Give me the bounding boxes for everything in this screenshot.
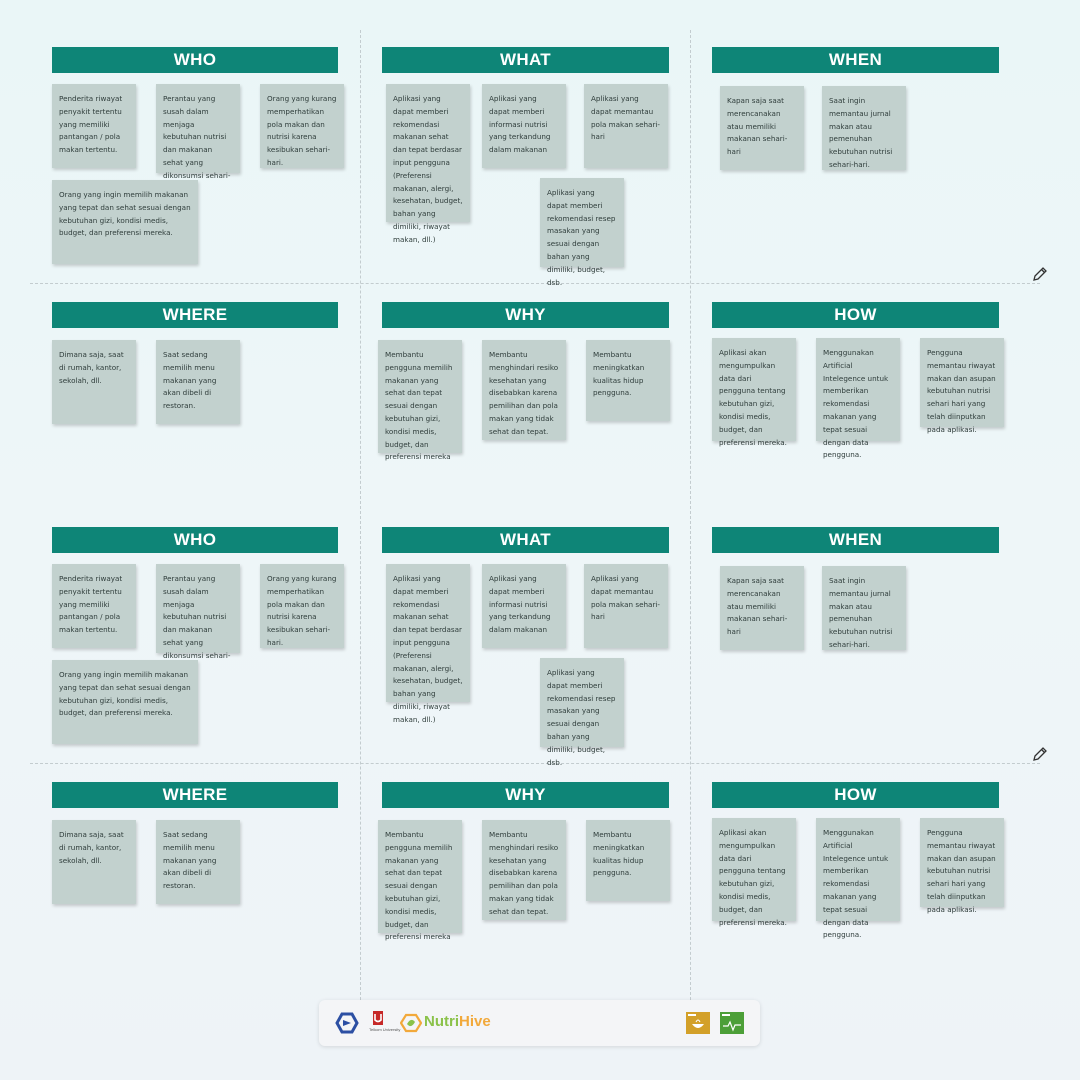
sticky-note-how[interactable]: Pengguna memantau riwayat makan dan asup… [920, 338, 1004, 434]
sticky-note-why[interactable]: Membantu pengguna memilih makanan yang s… [378, 820, 462, 941]
note-text: Saat sedang memilih menu makanan yang ak… [163, 830, 217, 891]
grid-divider [30, 763, 1040, 764]
brand-name: NutriHive [424, 1013, 491, 1030]
sticky-note-what[interactable]: Aplikasi yang dapat memberi rekomendasi … [540, 178, 624, 287]
sticky-note-when[interactable]: Kapan saja saat merencanakan atau memili… [720, 86, 804, 170]
note-text: Membantu meningkatkan kualitas hidup pen… [593, 830, 645, 878]
section-header-where: WHERE [52, 782, 338, 808]
nutrihive-logo-icon [400, 1013, 422, 1033]
section-header-where: WHERE [52, 302, 338, 328]
sticky-note-how[interactable]: Menggunakan Artificial Intelegence untuk… [816, 338, 900, 459]
logo-icon [335, 1012, 359, 1034]
note-text: Orang yang kurang memperhatikan pola mak… [267, 574, 337, 647]
note-text: Membantu pengguna memilih makanan yang s… [385, 830, 453, 942]
note-text: Penderita riwayat penyakit tertentu yang… [59, 574, 123, 635]
note-text: Aplikasi yang dapat memberi rekomendasi … [393, 574, 463, 724]
sticky-note-what[interactable]: Aplikasi yang dapat memantau pola makan … [584, 564, 668, 648]
sticky-note-who[interactable]: Perantau yang susah dalam menjaga kebutu… [156, 564, 240, 673]
section-header-who: WHO [52, 47, 338, 73]
note-text: Orang yang ingin memilih makanan yang te… [59, 190, 191, 238]
note-text: Aplikasi yang dapat memberi rekomendasi … [547, 188, 616, 287]
note-text: Saat sedang memilih menu makanan yang ak… [163, 350, 217, 411]
note-text: Membantu menghindari resiko kesehatan ya… [489, 830, 559, 916]
grid-divider [360, 30, 361, 1000]
section-header-who: WHO [52, 527, 338, 553]
brand-part-nutri: Nutri [424, 1013, 459, 1030]
sticky-note-how[interactable]: Menggunakan Artificial Intelegence untuk… [816, 818, 900, 939]
sticky-note-what[interactable]: Aplikasi yang dapat memberi informasi nu… [482, 564, 566, 648]
sticky-note-why[interactable]: Membantu menghindari resiko kesehatan ya… [482, 820, 566, 920]
note-text: Aplikasi yang dapat memantau pola makan … [591, 94, 661, 142]
note-text: Dimana saja, saat di rumah, kantor, seko… [59, 830, 124, 865]
note-text: Orang yang kurang memperhatikan pola mak… [267, 94, 337, 167]
note-text: Orang yang ingin memilih makanan yang te… [59, 670, 191, 718]
section-header-when: WHEN [712, 47, 999, 73]
sticky-note-what[interactable]: Aplikasi yang dapat memberi rekomendasi … [386, 564, 470, 724]
note-text: Kapan saja saat merencanakan atau memili… [727, 576, 788, 637]
sticky-note-where[interactable]: Saat sedang memilih menu makanan yang ak… [156, 340, 240, 424]
sticky-note-where[interactable]: Saat sedang memilih menu makanan yang ak… [156, 820, 240, 904]
note-text: Aplikasi yang dapat memberi rekomendasi … [547, 668, 616, 767]
note-text: Aplikasi yang dapat memberi informasi nu… [489, 574, 551, 635]
sticky-note-how[interactable]: Aplikasi akan mengumpulkan data dari pen… [712, 338, 796, 447]
sticky-note-what[interactable]: Aplikasi yang dapat memberi rekomendasi … [386, 84, 470, 244]
section-header-what: WHAT [382, 527, 669, 553]
sdg3-icon [720, 1012, 744, 1034]
grid-divider [690, 30, 691, 1000]
sticky-note-who[interactable]: Orang yang kurang memperhatikan pola mak… [260, 84, 344, 168]
note-text: Membantu meningkatkan kualitas hidup pen… [593, 350, 645, 398]
sticky-note-how[interactable]: Pengguna memantau riwayat makan dan asup… [920, 818, 1004, 914]
note-text: Aplikasi akan mengumpulkan data dari pen… [719, 828, 787, 927]
sticky-note-who[interactable]: Orang yang ingin memilih makanan yang te… [52, 660, 198, 744]
note-text: Menggunakan Artificial Intelegence untuk… [823, 828, 889, 940]
sdg2-icon [686, 1012, 710, 1034]
brand-part-hive: Hive [459, 1013, 491, 1030]
sticky-note-where[interactable]: Dimana saja, saat di rumah, kantor, seko… [52, 820, 136, 904]
note-text: Aplikasi yang dapat memberi rekomendasi … [393, 94, 463, 244]
grid-divider [30, 283, 1040, 284]
note-text: Penderita riwayat penyakit tertentu yang… [59, 94, 123, 155]
note-text: Aplikasi yang dapat memberi informasi nu… [489, 94, 551, 155]
sticky-note-who[interactable]: Penderita riwayat penyakit tertentu yang… [52, 564, 136, 648]
sticky-note-why[interactable]: Membantu menghindari resiko kesehatan ya… [482, 340, 566, 440]
sticky-note-when[interactable]: Kapan saja saat merencanakan atau memili… [720, 566, 804, 650]
note-text: Dimana saja, saat di rumah, kantor, seko… [59, 350, 124, 385]
section-header-why: WHY [382, 782, 669, 808]
pencil-icon[interactable] [1031, 265, 1049, 283]
note-text: Pengguna memantau riwayat makan dan asup… [927, 348, 996, 434]
university-name: Telkom University [369, 1027, 401, 1032]
sticky-note-what[interactable]: Aplikasi yang dapat memberi informasi nu… [482, 84, 566, 168]
note-text: Membantu pengguna memilih makanan yang s… [385, 350, 453, 462]
sticky-note-why[interactable]: Membantu meningkatkan kualitas hidup pen… [586, 820, 670, 901]
note-text: Pengguna memantau riwayat makan dan asup… [927, 828, 996, 914]
sticky-note-when[interactable]: Saat ingin memantau jurnal makan atau pe… [822, 566, 906, 650]
section-header-when: WHEN [712, 527, 999, 553]
sticky-note-how[interactable]: Aplikasi akan mengumpulkan data dari pen… [712, 818, 796, 927]
sticky-note-what[interactable]: Aplikasi yang dapat memberi rekomendasi … [540, 658, 624, 767]
section-header-why: WHY [382, 302, 669, 328]
sticky-note-who[interactable]: Perantau yang susah dalam menjaga kebutu… [156, 84, 240, 193]
section-header-how: HOW [712, 782, 999, 808]
note-text: Saat ingin memantau jurnal makan atau pe… [829, 576, 893, 649]
sticky-note-who[interactable]: Orang yang kurang memperhatikan pola mak… [260, 564, 344, 648]
note-text: Membantu menghindari resiko kesehatan ya… [489, 350, 559, 436]
sticky-note-why[interactable]: Membantu pengguna memilih makanan yang s… [378, 340, 462, 461]
sticky-note-who[interactable]: Penderita riwayat penyakit tertentu yang… [52, 84, 136, 168]
note-text: Menggunakan Artificial Intelegence untuk… [823, 348, 889, 460]
section-header-what: WHAT [382, 47, 669, 73]
sticky-note-when[interactable]: Saat ingin memantau jurnal makan atau pe… [822, 86, 906, 170]
sticky-note-what[interactable]: Aplikasi yang dapat memantau pola makan … [584, 84, 668, 168]
note-text: Saat ingin memantau jurnal makan atau pe… [829, 96, 893, 169]
sticky-note-where[interactable]: Dimana saja, saat di rumah, kantor, seko… [52, 340, 136, 424]
telkom-logo [373, 1011, 383, 1025]
note-text: Aplikasi yang dapat memantau pola makan … [591, 574, 661, 622]
note-text: Aplikasi akan mengumpulkan data dari pen… [719, 348, 787, 447]
sticky-note-why[interactable]: Membantu meningkatkan kualitas hidup pen… [586, 340, 670, 421]
sticky-note-who[interactable]: Orang yang ingin memilih makanan yang te… [52, 180, 198, 264]
pencil-icon[interactable] [1031, 745, 1049, 763]
section-header-how: HOW [712, 302, 999, 328]
note-text: Kapan saja saat merencanakan atau memili… [727, 96, 788, 157]
